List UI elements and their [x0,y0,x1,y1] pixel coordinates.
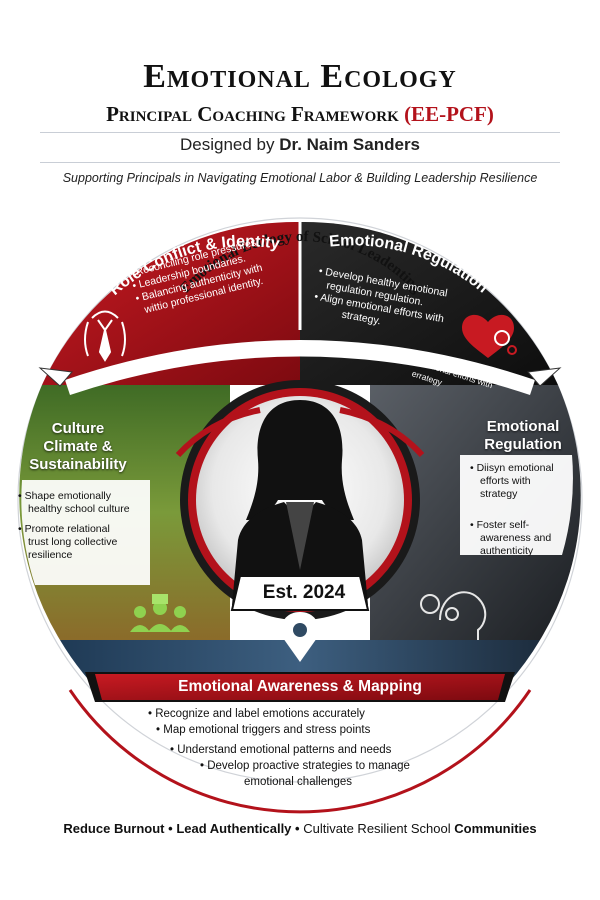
awareness-bullet: • Develop proactive strategies to manage [200,760,410,772]
est-banner [230,575,370,611]
regulation-right-bullets: • Diisyn emotional efforts with strategy… [470,462,570,558]
awareness-bullet: • Recognize and label emotions accuratel… [148,708,365,720]
main-title: Emotional Ecology [143,58,457,95]
awareness-bullet: emotional challenges [244,776,353,788]
awareness-bullet: • Map emotional triggers and stress poin… [156,724,371,736]
culture-bullet: healthy school culture [28,503,130,515]
regulation-right-card [460,455,573,555]
regulation-right-bullet: authenticity [480,545,534,557]
swirl-left [175,407,261,458]
subtitle-abbreviation: (EE-PCF) [404,102,494,126]
culture-bullet: • Shape emotionally [18,490,111,502]
heart-gears-icon [462,314,517,358]
community-people-icon [130,594,190,632]
culture-bullet: • Promote relational [18,523,110,535]
awareness-arc-red [68,689,532,814]
culture-card [21,480,151,585]
culture-bullets: • Shape emotionally healthy school cultu… [18,490,150,562]
regulation-right-title: Emotional Regulation [484,418,562,453]
footer-lead-authentically: Lead Authentically [176,821,292,836]
est-label: Est. 2024 [262,582,346,603]
footer-slogan: Reduce Burnout • Lead Authentically • Cu… [0,821,600,836]
awareness-bullets: • Recognize and label emotions accuratel… [140,706,470,790]
designer-name: Dr. Naim Sanders [279,135,421,154]
right-arrow-icon [527,367,562,387]
designed-by-label: Designed by [179,135,275,154]
culture-title: Culture Climate & Sustainability [29,420,127,473]
location-pin-icon [260,612,340,662]
tie-icon [84,310,126,362]
awareness-card [110,702,490,780]
awareness-bullet: • Understand emotional patterns and need… [170,744,392,756]
swirl-right [339,407,425,458]
footer-reduce-burnout: Reduce Burnout [63,821,165,836]
footer-communities: Communities [454,821,537,836]
awareness-title: Emotional Awareness & Mapping [178,678,422,695]
footer-separator: • [295,821,300,836]
footer-cultivate: Cultivate Resilient School [303,821,451,836]
divider-top [40,132,560,133]
left-arrow-icon [38,367,73,387]
subtitle-main: Principal Coaching Framework [106,102,399,126]
framework-subtitle: Principal Coaching Framework (EE-PCF) [0,102,600,127]
culture-bullet: trust long collective [28,536,118,548]
regulation-right-bullet: awareness and [480,532,552,544]
outer-ring-line [17,217,583,783]
tagline: Supporting Principals in Navigating Emot… [62,171,538,185]
mind-gears-icon [420,591,487,640]
regulation-right-bullet: • Diisyn emotional [470,462,554,474]
culture-bullet: resilience [28,549,73,561]
designer-line: Designed by Dr. Naim Sanders [0,135,600,155]
regulation-right-bullet: • Foster self- [470,519,530,531]
divider-middle [40,162,560,163]
regulation-right-bullet: efforts with strategy [480,475,531,500]
ring-banner [65,340,535,395]
footer-separator: • [168,821,173,836]
awareness-banner [95,674,505,700]
